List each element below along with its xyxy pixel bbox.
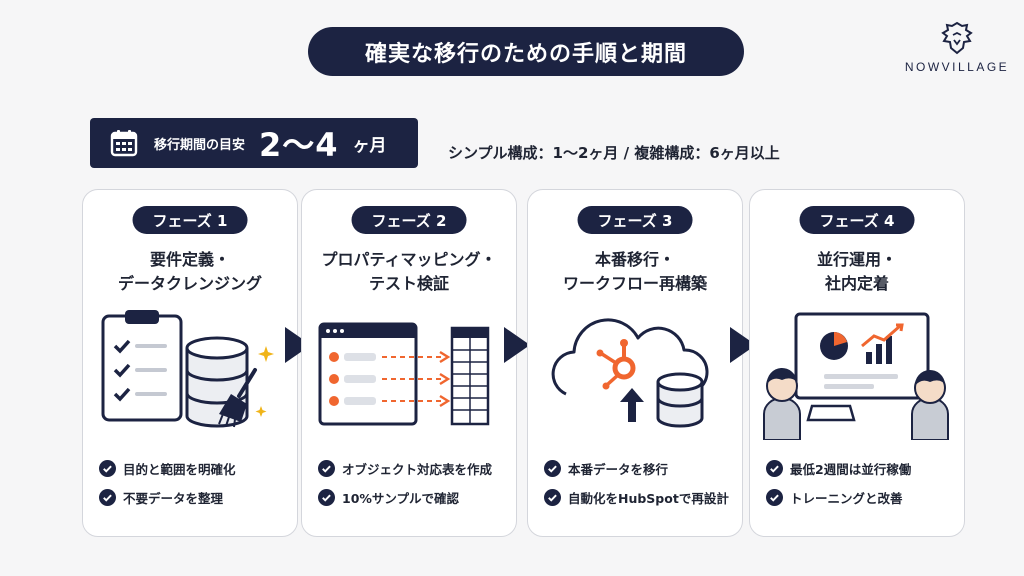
check-text: 自動化をHubSpotで再設計 <box>568 491 729 506</box>
phase-title: 並行運用・ 社内定着 <box>750 248 964 296</box>
check-item: オブジェクト対応表を作成 <box>318 454 510 483</box>
check-circle-icon <box>766 489 783 506</box>
period-banner: 移行期間の目安 2〜4 ヶ月 <box>90 118 418 168</box>
phase-card-4: フェーズ 4 並行運用・ 社内定着 最低2週間は並行稼働 トレーニングと改善 <box>749 189 965 537</box>
check-item: 目的と範囲を明確化 <box>99 454 291 483</box>
check-item: 自動化をHubSpotで再設計 <box>544 483 736 512</box>
phase-label: フェーズ 3 <box>577 206 693 234</box>
arrow-right-icon <box>504 327 530 363</box>
check-circle-icon <box>99 460 116 477</box>
check-circle-icon <box>99 489 116 506</box>
calendar-icon <box>110 130 138 157</box>
phase-title: 要件定義・ データクレンジング <box>83 248 297 296</box>
phase-label: フェーズ 2 <box>351 206 467 234</box>
phase-title-line: データクレンジング <box>117 274 262 293</box>
check-text: 不要データを整理 <box>123 491 224 506</box>
brand-logo: NOWVILLAGE <box>902 20 1012 74</box>
check-text: 最低2週間は並行稼働 <box>790 462 912 477</box>
team-dashboard-icon <box>763 312 949 440</box>
period-value: 2〜4 <box>259 126 339 164</box>
check-circle-icon <box>766 460 783 477</box>
cloud-hubspot-upload-icon <box>551 318 709 428</box>
arrow-right-icon <box>285 327 311 363</box>
check-circle-icon <box>544 460 561 477</box>
phase-title-line: テスト検証 <box>368 274 449 293</box>
check-item: 最低2週間は並行稼働 <box>766 454 958 483</box>
phase-title-line: 社内定着 <box>824 274 889 293</box>
phase-title: プロパティマッピング・ テスト検証 <box>302 248 516 296</box>
check-text: 本番データを移行 <box>568 462 669 477</box>
check-item: トレーニングと改善 <box>766 483 958 512</box>
phase-title-line: 要件定義・ <box>149 250 230 269</box>
phase-title-line: 本番移行・ <box>594 250 675 269</box>
phase-title: 本番移行・ ワークフロー再構築 <box>528 248 742 296</box>
period-unit: ヶ月 <box>352 135 387 156</box>
check-circle-icon <box>544 489 561 506</box>
check-text: オブジェクト対応表を作成 <box>342 462 493 477</box>
period-note: シンプル構成：1〜2ヶ月 / 複雑構成：6ヶ月以上 <box>448 144 780 162</box>
arrow-right-icon <box>730 327 756 363</box>
phase-title-line: プロパティマッピング・ <box>321 250 497 269</box>
page-title: 確実な移行のための手順と期間 <box>308 27 744 76</box>
phase-card-2: フェーズ 2 プロパティマッピング・ テスト検証 オブジェクト対応表を作成 10… <box>301 189 517 537</box>
check-text: トレーニングと改善 <box>790 491 903 506</box>
phase-card-1: フェーズ 1 要件定義・ データクレンジング 目的と範囲を明確化 不要データを整… <box>82 189 298 537</box>
phase-title-line: 並行運用・ <box>816 250 897 269</box>
check-item: 本番データを移行 <box>544 454 736 483</box>
check-text: 10%サンプルで確認 <box>342 491 460 506</box>
check-circle-icon <box>318 460 335 477</box>
period-label: 移行期間の目安 <box>154 137 246 153</box>
lion-head-icon <box>941 21 973 55</box>
check-circle-icon <box>318 489 335 506</box>
field-mapping-icon <box>318 322 490 426</box>
clipboard-database-broom-icon <box>101 310 274 428</box>
phase-title-line: ワークフロー再構築 <box>562 274 707 293</box>
phase-card-3: フェーズ 3 本番移行・ ワークフロー再構築 本番データを移行 自動化をHubS… <box>527 189 743 537</box>
logo-text: NOWVILLAGE <box>904 60 1010 74</box>
check-item: 10%サンプルで確認 <box>318 483 510 512</box>
check-text: 目的と範囲を明確化 <box>123 462 236 477</box>
check-item: 不要データを整理 <box>99 483 291 512</box>
phase-label: フェーズ 1 <box>132 206 248 234</box>
phase-label: フェーズ 4 <box>799 206 915 234</box>
